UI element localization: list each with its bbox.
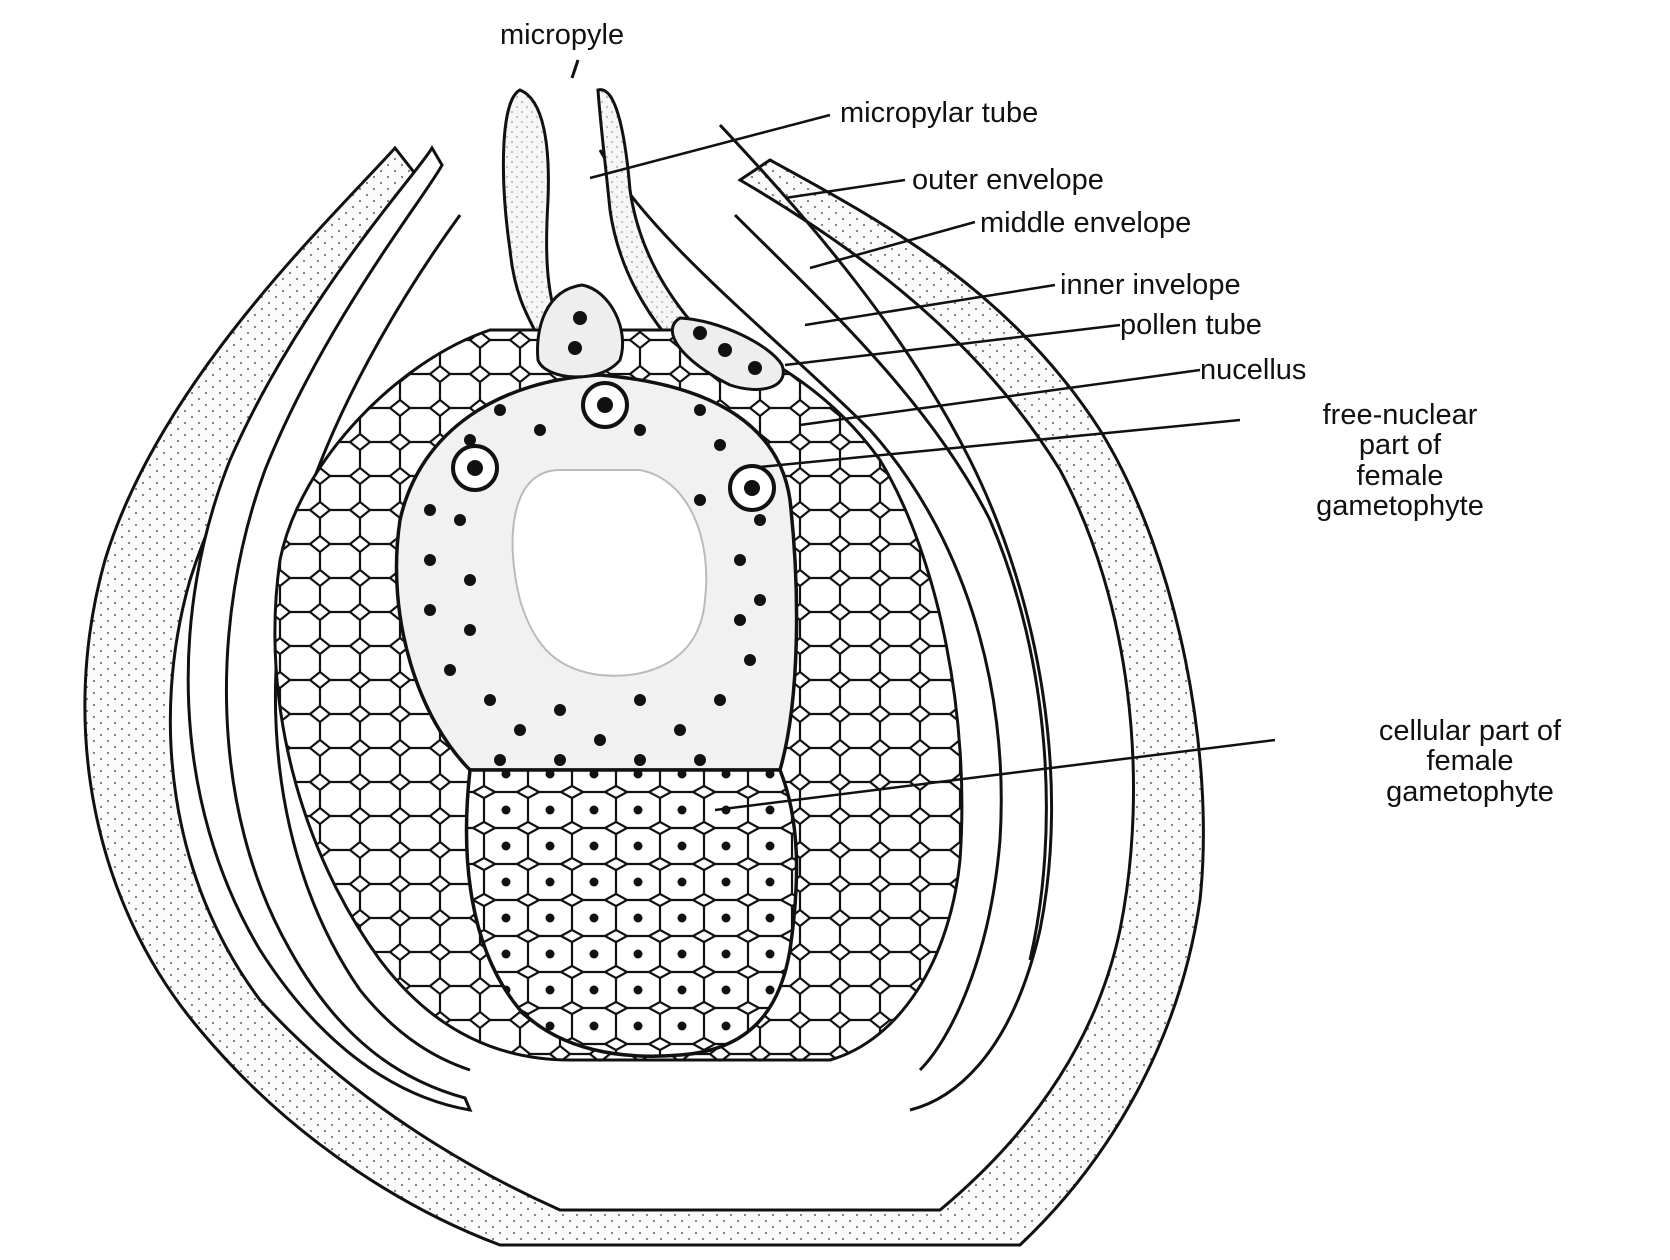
label-inner-envelope: inner invelope	[1060, 270, 1241, 300]
label-nucellus: nucellus	[1200, 355, 1306, 385]
label-cellular: cellular part of female gametophyte	[1280, 716, 1660, 807]
label-free-nuclear-line1: free-nuclear	[1240, 400, 1560, 430]
label-cellular-line3: gametophyte	[1280, 777, 1660, 807]
label-outer-envelope: outer envelope	[912, 165, 1104, 195]
label-free-nuclear: free-nuclear part of female gametophyte	[1240, 400, 1560, 522]
micropyle-slit	[572, 60, 578, 78]
central-vacuole	[513, 470, 707, 676]
label-free-nuclear-line4: gametophyte	[1240, 491, 1560, 521]
label-micropyle: micropyle	[500, 20, 624, 50]
label-micropylar-tube: micropylar tube	[840, 98, 1038, 128]
label-pollen-tube: pollen tube	[1120, 310, 1262, 340]
label-free-nuclear-line2: part of	[1240, 430, 1560, 460]
label-cellular-line1: cellular part of	[1280, 716, 1660, 746]
label-middle-envelope: middle envelope	[980, 208, 1191, 238]
label-free-nuclear-line3: female	[1240, 461, 1560, 491]
label-cellular-line2: female	[1280, 746, 1660, 776]
